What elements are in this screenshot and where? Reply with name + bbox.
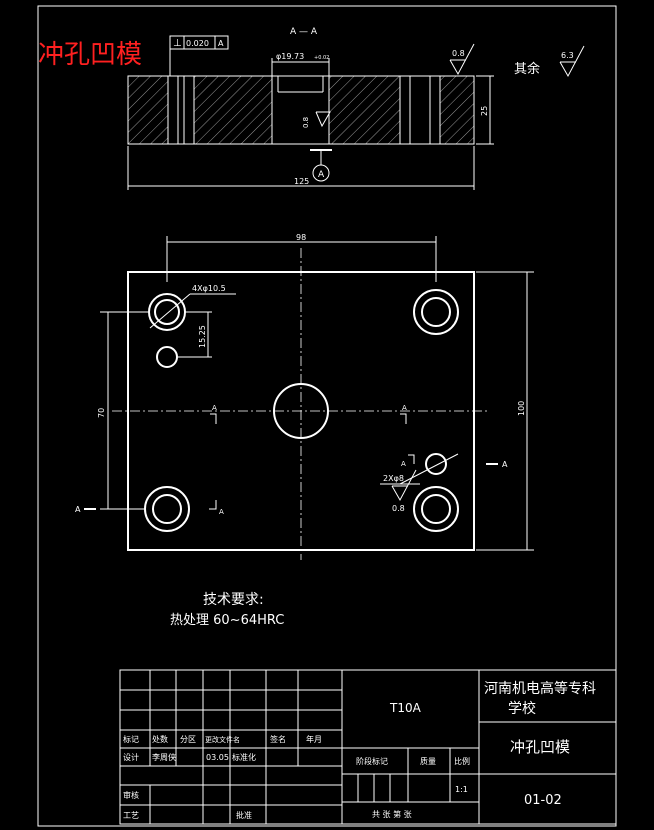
- label-stage-mark: 阶段标记: [356, 756, 388, 766]
- label-count: 处数: [152, 734, 168, 744]
- svg-text:25: 25: [480, 106, 489, 116]
- hole-callout: 4Xφ10.5: [149, 284, 236, 329]
- pitch-dimension: 15.25: [178, 311, 212, 358]
- flatness-tolerance-frame: ⊥ 0.020 A: [169, 35, 229, 76]
- svg-text:6.3: 6.3: [561, 51, 574, 60]
- cut-marker-right: A: [486, 460, 508, 469]
- label-approve: 批准: [236, 810, 252, 820]
- label-designer: 设计: [123, 752, 139, 762]
- svg-text:4Xφ10.5: 4Xφ10.5: [192, 284, 226, 293]
- svg-text:φ19.73: φ19.73: [276, 52, 304, 61]
- label-process: 工艺: [123, 811, 139, 820]
- sheet-border: [37, 5, 617, 827]
- width-dimension-98: 98: [166, 233, 437, 282]
- bolt-hole-top-right: [413, 289, 459, 335]
- svg-text:15.25: 15.25: [198, 325, 207, 348]
- svg-text:⊥: ⊥: [173, 38, 182, 49]
- school-name-line-1: 河南机电高等专科: [484, 680, 596, 697]
- svg-text:A: A: [75, 505, 81, 514]
- title-block: [119, 669, 617, 825]
- watermark-title: 冲孔凹模: [38, 40, 142, 70]
- drawing-number: 01-02: [524, 793, 562, 808]
- svg-text:A: A: [212, 404, 217, 412]
- svg-text:70: 70: [97, 408, 106, 418]
- notes-title: 技术要求:: [203, 592, 264, 608]
- svg-text:+0.02: +0.02: [314, 55, 329, 61]
- svg-text:A: A: [402, 404, 407, 412]
- svg-text:A: A: [318, 170, 325, 180]
- school-name-line-2: 学校: [508, 700, 536, 717]
- thickness-dimension: 25: [476, 75, 494, 145]
- pin-hole-callout: 2Xφ8 0.8: [380, 453, 459, 513]
- svg-text:0.8: 0.8: [302, 117, 310, 128]
- pin-hole-left: [156, 346, 178, 368]
- pin-hole-right: [425, 453, 447, 475]
- center-punch-hole: [273, 383, 329, 439]
- cut-marker-left: A: [75, 505, 96, 514]
- svg-text:A: A: [401, 460, 406, 468]
- section-label: A — A: [290, 27, 318, 37]
- label-review: 审核: [123, 790, 139, 800]
- section-body: [127, 75, 475, 145]
- svg-text:125: 125: [294, 177, 309, 186]
- sheets-label: 共 张 第 张: [372, 809, 412, 819]
- height-dimension-100: 100: [476, 271, 534, 551]
- cut-marker-inner-2: A: [400, 404, 407, 424]
- roughness-symbol-hole: 0.8: [302, 111, 331, 128]
- label-mark: 标记: [123, 734, 139, 744]
- svg-text:0.8: 0.8: [392, 504, 405, 513]
- cut-marker-inner-3: A: [209, 500, 224, 516]
- height-dimension-70: 70: [97, 311, 150, 510]
- roughness-rest-symbol: 6.3: [559, 45, 585, 78]
- label-zone: 分区: [180, 735, 196, 744]
- svg-text:0.8: 0.8: [452, 49, 465, 58]
- svg-text:2Xφ8: 2Xφ8: [383, 474, 404, 483]
- label-weight: 质量: [420, 756, 436, 766]
- bolt-hole-bottom-left: [144, 486, 190, 532]
- label-change-doc: 更改文件名: [205, 735, 240, 744]
- label-scale: 比例: [454, 756, 470, 766]
- designer-name: 李周侠: [152, 752, 176, 762]
- svg-text:98: 98: [296, 233, 306, 242]
- roughness-symbol-top: 0.8: [449, 43, 475, 76]
- hole-diameter-dimension: φ19.73 +0.02: [271, 52, 330, 76]
- svg-text:A: A: [502, 460, 508, 469]
- label-sign: 签名: [270, 734, 286, 744]
- svg-text:A: A: [219, 508, 224, 516]
- bolt-hole-bottom-right: [413, 486, 459, 532]
- datum-a-marker: A: [310, 149, 332, 182]
- scale-value: 1:1: [455, 785, 468, 794]
- label-standardize: 标准化: [232, 752, 256, 762]
- part-name: 冲孔凹模: [510, 738, 570, 756]
- roughness-rest-label: 其余: [514, 61, 540, 77]
- svg-text:100: 100: [517, 401, 526, 416]
- notes-line-1: 热处理 60~64HRC: [170, 613, 284, 628]
- svg-text:0.020: 0.020: [186, 39, 209, 48]
- section-length-dimension: 125: [127, 146, 475, 190]
- material-label: T10A: [389, 701, 422, 715]
- cut-marker-inner-1: A: [210, 404, 217, 424]
- label-date: 年月: [306, 734, 322, 744]
- cut-marker-inner-4: A: [401, 454, 415, 468]
- designer-date: 03.05: [206, 753, 229, 762]
- svg-text:A: A: [218, 39, 224, 48]
